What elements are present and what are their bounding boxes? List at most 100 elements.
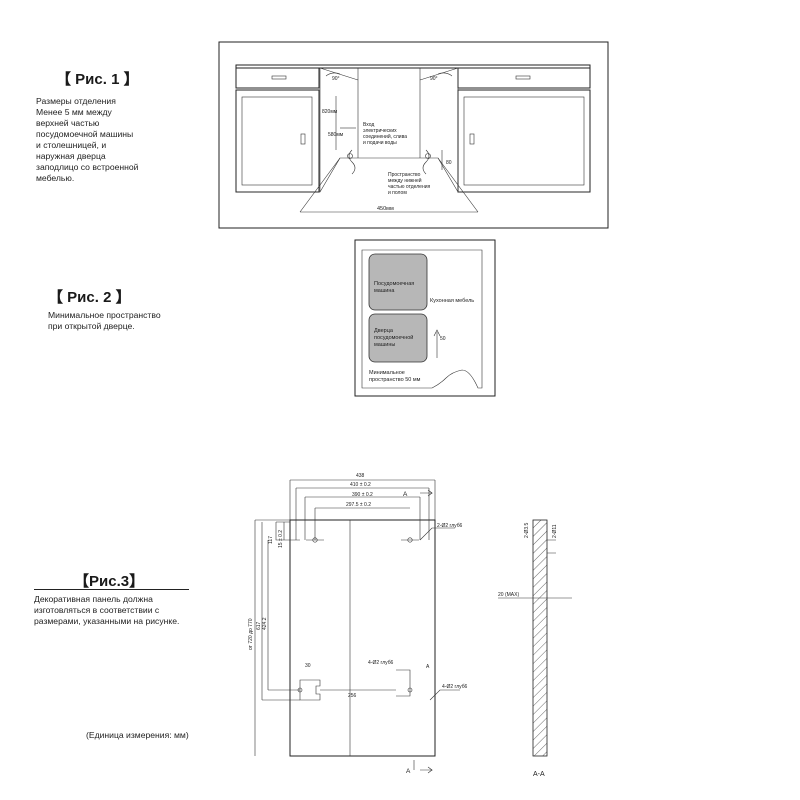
fig3-title-rule <box>34 589 189 590</box>
floor-80-label: 80 <box>446 160 452 166</box>
inlet-label-2: электрических <box>363 128 397 134</box>
angle-right-label: 90° <box>430 76 438 82</box>
fig1-caption-line: наружная дверца <box>36 151 106 161</box>
fig3-caption-line: размерами, указанными на рисунке. <box>34 616 180 626</box>
niche-walls <box>319 68 459 192</box>
kitchen-cabinet-outline <box>361 249 483 389</box>
floor-space-label-4: и полом <box>388 190 407 196</box>
hole-top-leader <box>419 527 455 541</box>
dishwasher-door <box>368 313 428 363</box>
section-mark-top: A <box>403 491 408 498</box>
hole-side-label: 4-Ø2 глуб6 <box>442 684 468 690</box>
niche-floor <box>299 157 479 213</box>
min-space-label-1: Минимальное <box>369 370 405 376</box>
fig1-drawing: 90° 90° 820мм 580мм 450мм Вход электриче… <box>218 41 609 229</box>
fig1-caption: Размеры отделения Менее 5 мм между верхн… <box>36 96 196 184</box>
depth-580-label: 580мм <box>328 132 344 138</box>
dim-total-height <box>254 519 290 756</box>
hole-side-leader <box>429 689 460 701</box>
right-cabinet <box>457 89 591 193</box>
cutout-left <box>299 679 321 701</box>
dim-297 <box>314 507 410 540</box>
right-drawer <box>457 67 591 89</box>
dim-297-label: 297.5 ± 0.2 <box>346 502 371 508</box>
niche-back <box>357 68 421 158</box>
niche-ceiling <box>319 67 459 81</box>
left-door-handle <box>300 133 306 145</box>
inlet-label-1: Вход <box>363 122 374 128</box>
fig1-caption-line: заподлицо со встроенной <box>36 162 139 172</box>
fig3-caption-line: изготовляться в соответствии с <box>34 605 160 615</box>
dim-424 <box>267 540 300 691</box>
section-dim-28: 2-Ø3.5 <box>524 522 530 538</box>
width-450-label: 450мм <box>377 206 394 212</box>
right-door-handle <box>469 133 475 145</box>
dim-117-label: 117 <box>268 536 274 544</box>
dim-50-arrow <box>433 329 441 337</box>
dim-15-label: 15 ± 0.2 <box>278 530 284 548</box>
door-label-1: Дверца <box>374 328 394 334</box>
dim-438-label: 438 <box>356 473 365 479</box>
dishwasher-label-1: Посудомоечная <box>374 281 414 287</box>
fig3-title: 【Рис.3】 <box>74 573 145 590</box>
decor-panel <box>289 519 436 757</box>
dim-438 <box>289 479 436 520</box>
connector-right <box>425 153 431 159</box>
fig1-frame <box>218 41 609 229</box>
angle-left-label: 90° <box>332 76 340 82</box>
dishwasher-label-2: машина <box>374 288 395 294</box>
section-thickness-label: 20 (MAX) <box>498 592 519 598</box>
angle-arc-right <box>437 72 453 77</box>
section-aa-label: A-A <box>533 771 545 778</box>
floor-space-label-3: частью отделения <box>388 184 430 190</box>
fig2-drawing: Посудомоечная машина Дверца посудомоечно… <box>354 239 496 397</box>
dim-390-label: 390 ± 0.2 <box>352 492 373 498</box>
fig1-caption-line: и столешницей, и <box>36 140 107 150</box>
fig1-caption-line: Размеры отделения <box>36 96 116 106</box>
fig3-drawing: 438 410 ± 0.2 390 ± 0.2 297.5 ± 0.2 2-Ø2… <box>248 473 572 778</box>
dim-117 <box>275 521 300 541</box>
inlet-label-4: и подачи воды <box>363 140 397 146</box>
right-door <box>463 96 585 186</box>
left-cabinet <box>235 89 320 193</box>
section-dim-11: 2-Ø11 <box>552 524 558 538</box>
fig3-caption: Декоративная панель должна изготовляться… <box>34 594 224 627</box>
fig2-caption-line: при открытой дверце. <box>48 321 135 331</box>
section-mark-bottom: A <box>406 768 411 775</box>
dim-total-label: от 720 до 770 <box>248 618 254 650</box>
fig1-title: 【 Рис. 1 】 <box>56 71 139 88</box>
hole-mid-label: 4-Ø2 глуб6 <box>368 660 394 666</box>
fig2-title: 【 Рис. 2 】 <box>48 289 131 306</box>
door-label-3: машины <box>374 342 395 348</box>
hole-top-label: 2-Ø2 глуб6 <box>437 523 463 529</box>
dim-617-label: 617 <box>256 621 262 630</box>
angle-arc-left <box>325 72 341 77</box>
floor-line <box>236 157 590 193</box>
dim-390 <box>304 496 421 540</box>
right-drawer-handle <box>515 75 531 80</box>
left-door <box>241 96 313 186</box>
left-drawer <box>235 67 320 89</box>
min-space-label-2: пространство 50 мм <box>369 377 421 383</box>
dim-424-label: 424.2 <box>262 617 268 630</box>
connector-left <box>347 153 353 159</box>
fig1-caption-line: посудомоечной машины <box>36 129 134 139</box>
floor-space-label-1: Пространство <box>388 172 421 178</box>
hole-mid-left <box>297 687 303 693</box>
fig2-caption: Минимальное пространство при открытой дв… <box>48 310 228 332</box>
dim-50-label: 50 <box>440 336 446 342</box>
fig2-frame <box>354 239 496 397</box>
dim-256-label: 256 <box>348 693 357 699</box>
section-aa-body <box>532 519 548 757</box>
inlet-label-3: соединений, слива <box>363 133 407 140</box>
fig1-caption-line: верхней частью <box>36 118 100 128</box>
dim-410-label: 410 ± 0.2 <box>350 482 371 488</box>
floor-space-label-2: между нижней <box>388 177 422 184</box>
fig2-caption-line: Минимальное пространство <box>48 310 161 320</box>
fig3-caption-line: Декоративная панель должна <box>34 594 153 604</box>
left-drawer-handle <box>271 75 287 80</box>
hole-mid-right <box>407 687 413 693</box>
fig1-caption-line: Менее 5 мм между <box>36 107 112 117</box>
section-aa-hole-lines <box>547 539 556 554</box>
